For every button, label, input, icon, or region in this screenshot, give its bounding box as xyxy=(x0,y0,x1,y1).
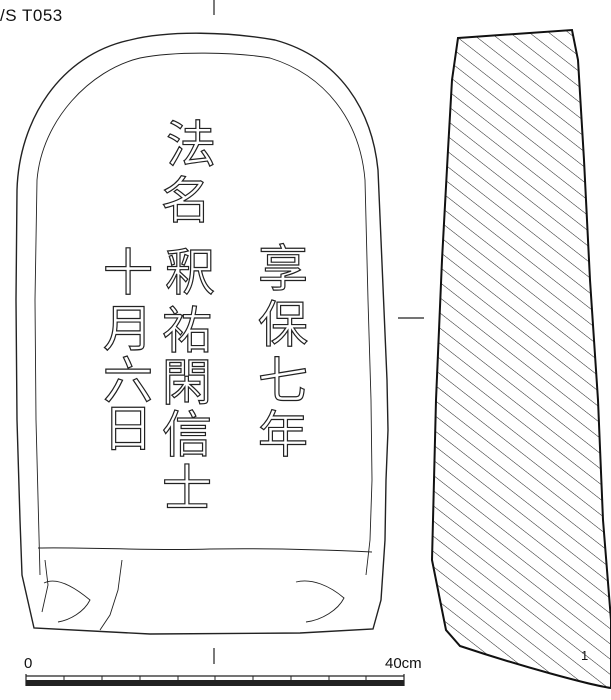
front-view xyxy=(15,32,389,635)
char-2-6: 士 xyxy=(162,460,212,518)
char-2-5: 信 xyxy=(162,406,212,464)
scale-bar xyxy=(25,674,405,686)
scale-max-label: 40cm xyxy=(385,655,422,672)
char-4-2: 月 xyxy=(103,300,153,358)
inscription-center-header: 法 名 xyxy=(160,115,216,230)
char-2-1: 釈 xyxy=(165,244,215,302)
base-crack xyxy=(99,559,123,631)
inscription-right-column: 享 保 七 年 xyxy=(257,239,308,464)
inscription: 法 名 釈 祐 閑 信 士 享 保 七 年 十 月 六 日 xyxy=(102,115,308,518)
site-code-label: /S T053 xyxy=(0,6,63,25)
inscription-center-name: 釈 祐 閑 信 士 xyxy=(161,243,215,518)
char-4-3: 六 xyxy=(103,352,153,410)
center-ticks xyxy=(213,0,424,664)
figure-number-label: 1 xyxy=(581,648,589,663)
scale-zero-label: 0 xyxy=(24,655,33,672)
char-3-4: 年 xyxy=(258,406,308,464)
front-inner-edge xyxy=(34,52,373,576)
base-crack-2 xyxy=(41,559,49,613)
char-2-3: 祐 xyxy=(162,302,212,360)
scale-ticks xyxy=(63,676,367,680)
side-section-view xyxy=(430,28,611,690)
char-1-1: 法 xyxy=(166,116,216,174)
base-line xyxy=(37,547,373,553)
char-4-4: 日 xyxy=(103,400,153,458)
scale-bar-fill xyxy=(26,680,404,686)
char-1-2: 名 xyxy=(161,172,211,230)
char-2-4: 閑 xyxy=(162,354,212,412)
front-outline xyxy=(15,32,389,635)
char-3-2: 保 xyxy=(258,296,308,354)
char-3-1: 享 xyxy=(258,240,308,298)
base-chip-right xyxy=(295,580,345,623)
inscription-left-column: 十 月 六 日 xyxy=(102,243,153,458)
char-4-1: 十 xyxy=(103,244,153,302)
char-3-3: 七 xyxy=(258,352,308,410)
base-chip-left xyxy=(43,580,91,623)
